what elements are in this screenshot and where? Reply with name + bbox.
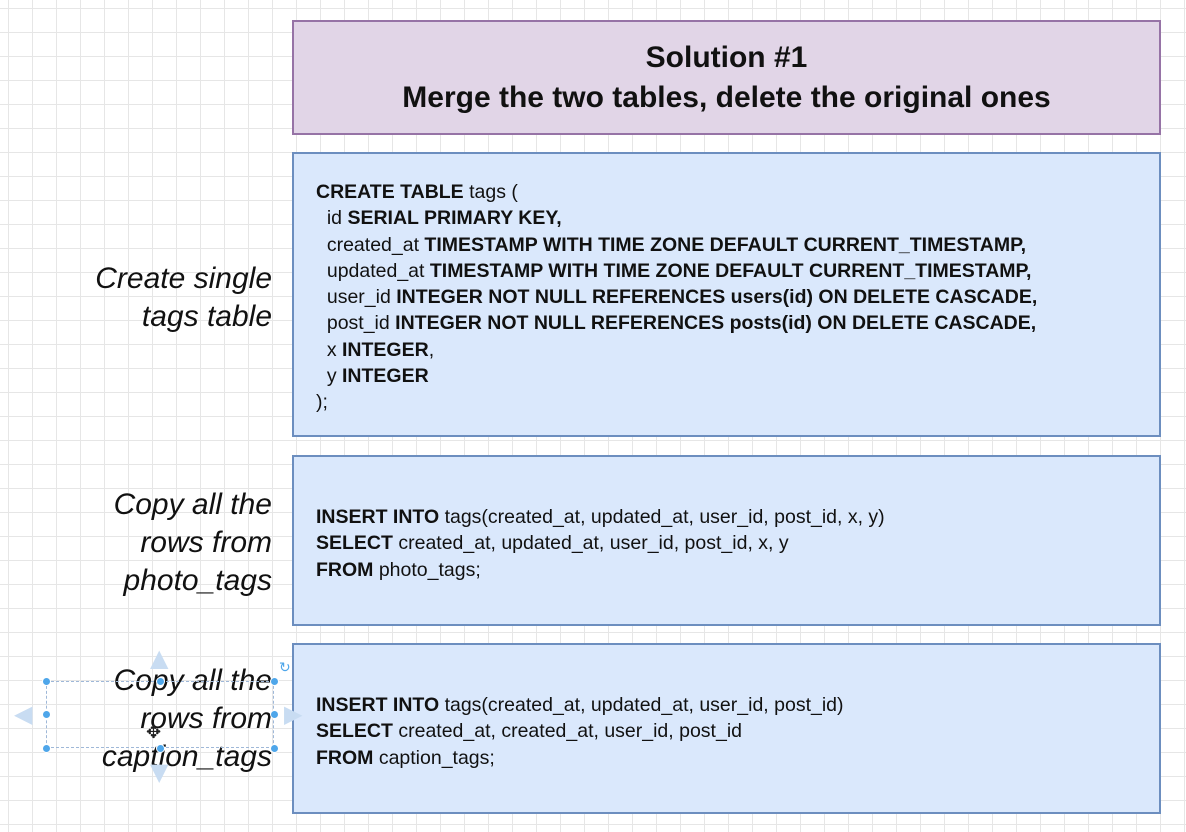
arrow-up-icon[interactable]: ▲ — [150, 644, 169, 672]
label-line: tags table — [141, 300, 272, 333]
resize-handle-bottom-left[interactable] — [42, 744, 51, 753]
label-copy-caption-tags[interactable]: Copy all the rows from caption_tags — [12, 662, 272, 776]
code-line: user_id INTEGER NOT NULL REFERENCES user… — [316, 284, 1037, 310]
sql-code-block: CREATE TABLE tags ( id SERIAL PRIMARY KE… — [316, 179, 1037, 416]
sql-keyword: INSERT INTO — [316, 694, 440, 716]
arrow-left-icon[interactable]: ◀ — [14, 700, 33, 728]
sql-keyword: INTEGER NOT NULL REFERENCES posts(id) ON… — [395, 312, 1037, 335]
title-box[interactable]: Solution #1 Merge the two tables, delete… — [292, 20, 1161, 135]
resize-handle-top-right[interactable] — [270, 677, 279, 686]
code-line: id SERIAL PRIMARY KEY, — [316, 205, 1037, 231]
resize-handle-bottom[interactable] — [156, 744, 165, 753]
sql-text — [316, 234, 327, 256]
title-line-2: Merge the two tables, delete the origina… — [402, 80, 1051, 114]
sql-text: updated_at — [326, 259, 430, 282]
arrow-right-icon[interactable]: ▶ — [284, 700, 303, 728]
code-line: FROM photo_tags; — [316, 557, 885, 583]
code-line: SELECT created_at, updated_at, user_id, … — [316, 530, 885, 556]
label-create-table[interactable]: Create single tags table — [12, 260, 272, 336]
sql-keyword: INSERT INTO — [316, 506, 440, 528]
sql-text: created_at — [326, 233, 425, 256]
sql-text: id — [326, 207, 348, 230]
arrow-down-icon[interactable]: ▼ — [150, 758, 169, 786]
sql-keyword: INTEGER — [342, 365, 429, 388]
sql-text: , — [428, 338, 435, 361]
title-line-1: Solution #1 — [645, 40, 808, 74]
sql-keyword: TIMESTAMP WITH TIME ZONE DEFAULT CURRENT… — [424, 233, 1027, 256]
create-table-box[interactable]: CREATE TABLE tags ( id SERIAL PRIMARY KE… — [292, 152, 1161, 437]
sql-text — [316, 260, 327, 282]
sql-text: created_at, updated_at, user_id, post_id… — [392, 532, 789, 555]
sql-keyword: SELECT — [316, 720, 393, 743]
code-line: x INTEGER, — [316, 337, 1037, 363]
sql-text — [316, 339, 327, 361]
sql-text: photo_tags; — [373, 558, 481, 581]
move-cursor-icon: ✥ — [146, 722, 162, 743]
sql-keyword: FROM — [316, 746, 374, 769]
resize-handle-bottom-right[interactable] — [270, 744, 279, 753]
sql-keyword: SERIAL PRIMARY KEY, — [347, 207, 562, 230]
sql-text — [316, 365, 327, 387]
code-line: INSERT INTO tags(created_at, updated_at,… — [316, 504, 885, 530]
sql-keyword: CREATE TABLE — [316, 181, 464, 203]
code-line: CREATE TABLE tags ( — [316, 179, 1037, 205]
sql-text: x — [326, 338, 343, 361]
sql-text — [316, 312, 327, 334]
sql-text: tags(created_at, updated_at, user_id, po… — [439, 694, 844, 716]
sql-text: created_at, created_at, user_id, post_id — [392, 720, 742, 743]
insert-caption-tags-box[interactable]: INSERT INTO tags(created_at, updated_at,… — [292, 643, 1161, 814]
code-line: ); — [316, 389, 1037, 415]
sql-keyword: TIMESTAMP WITH TIME ZONE DEFAULT CURRENT… — [429, 259, 1032, 282]
resize-handle-right[interactable] — [270, 710, 279, 719]
sql-text — [316, 207, 327, 229]
label-line: photo_tags — [123, 564, 272, 597]
sql-text: y — [326, 365, 343, 388]
code-line: INSERT INTO tags(created_at, updated_at,… — [316, 692, 844, 718]
sql-text: user_id — [326, 286, 397, 309]
code-line: FROM caption_tags; — [316, 745, 844, 771]
label-copy-photo-tags[interactable]: Copy all the rows from photo_tags — [12, 486, 272, 600]
sql-code-block: INSERT INTO tags(created_at, updated_at,… — [316, 504, 885, 583]
code-line: y INTEGER — [316, 363, 1037, 389]
sql-text — [316, 286, 327, 308]
sql-keyword: INTEGER — [342, 338, 429, 361]
label-line: Copy all the — [113, 664, 272, 697]
code-line: updated_at TIMESTAMP WITH TIME ZONE DEFA… — [316, 258, 1037, 284]
label-line: rows from — [140, 702, 272, 735]
label-line: Create single — [95, 262, 272, 295]
resize-handle-top[interactable] — [156, 677, 165, 686]
sql-keyword: INTEGER NOT NULL REFERENCES users(id) ON… — [396, 286, 1038, 309]
label-line: rows from — [140, 526, 272, 559]
sql-text: tags ( — [463, 181, 518, 203]
code-line: post_id INTEGER NOT NULL REFERENCES post… — [316, 310, 1037, 336]
label-line: caption_tags — [101, 740, 272, 773]
sql-code-block: INSERT INTO tags(created_at, updated_at,… — [316, 692, 844, 771]
rotate-icon[interactable]: ↻ — [279, 660, 291, 676]
insert-photo-tags-box[interactable]: INSERT INTO tags(created_at, updated_at,… — [292, 455, 1161, 626]
sql-text: tags(created_at, updated_at, user_id, po… — [439, 506, 885, 528]
resize-handle-left[interactable] — [42, 710, 51, 719]
sql-text: post_id — [326, 312, 396, 335]
code-line: SELECT created_at, created_at, user_id, … — [316, 718, 844, 744]
sql-keyword: FROM — [316, 558, 374, 581]
sql-text: caption_tags; — [373, 746, 495, 769]
sql-text: ); — [316, 391, 328, 414]
label-line: Copy all the — [113, 488, 272, 521]
sql-keyword: SELECT — [316, 532, 393, 555]
resize-handle-top-left[interactable] — [42, 677, 51, 686]
code-line: created_at TIMESTAMP WITH TIME ZONE DEFA… — [316, 232, 1037, 258]
